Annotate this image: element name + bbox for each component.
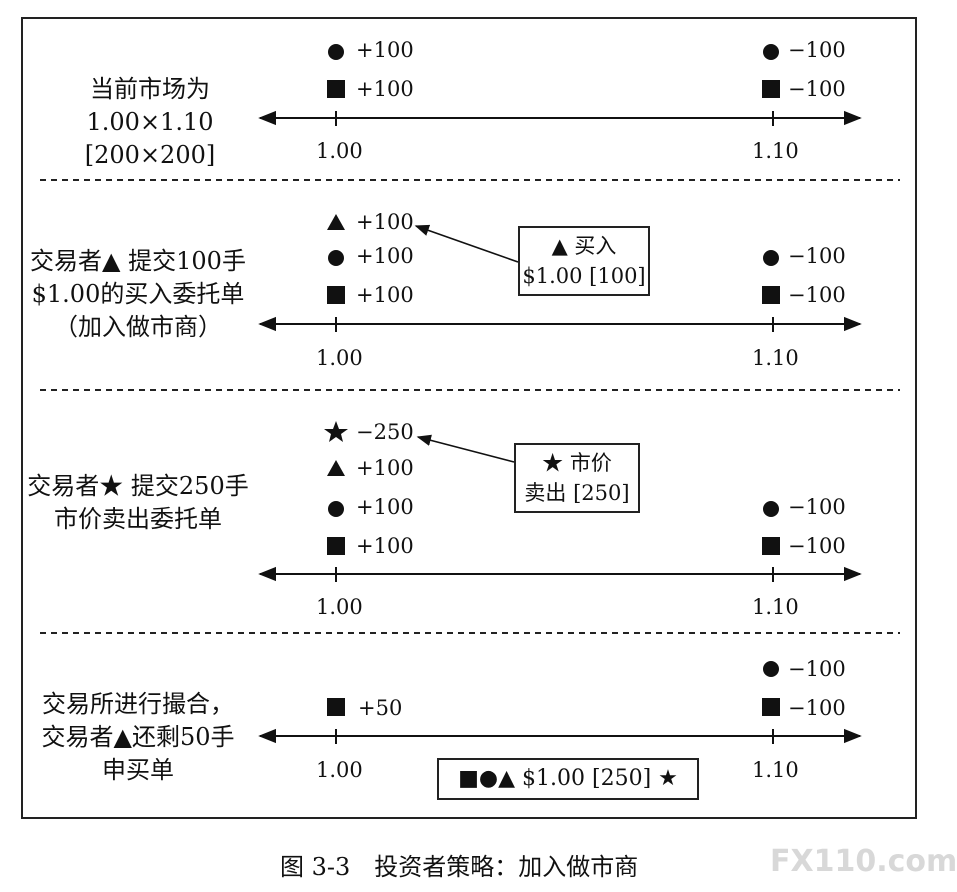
circle-icon [763,661,779,677]
callout-arrow [416,434,515,463]
buy-order-callout: ▲ 买入 $1.00 [100] [518,226,650,296]
circle-icon [763,501,779,517]
square-icon [327,80,345,98]
callout-line: ★ 市价 [542,451,612,475]
square-icon [762,698,780,716]
square-icon [327,537,345,555]
label-line: 1.00×1.10 [86,108,214,136]
matched-result-box: ■●▲ $1.00 [250] ★ [437,758,699,800]
circle-icon [763,250,779,266]
label-line: $1.00的买入委托单 [31,280,245,308]
label-line: 交易者★ 提交250手 [27,472,249,500]
panel-label: 交易者▲ 提交100手 $1.00的买入委托单 （加入做市商） [18,245,258,344]
circle-icon [328,501,344,517]
tick-label: 1.00 [316,346,363,370]
callout-line: 卖出 [250] [524,481,630,505]
diagram-frame [21,17,917,819]
label-line: 交易所进行撮合， [42,690,234,718]
order-quantity: −100 [788,283,846,307]
order-quantity: +100 [356,456,414,480]
triangle-icon [327,460,345,476]
tick-label: 1.10 [752,595,799,619]
watermark-logo: FX110.com [770,844,957,879]
callout-arrow [414,224,519,263]
panel-label: 交易者★ 提交250手 市价卖出委托单 [22,470,254,536]
order-quantity: +50 [358,696,403,720]
order-quantity: −100 [788,77,846,101]
order-quantity: +100 [356,77,414,101]
order-quantity: +100 [356,495,414,519]
square-icon [762,286,780,304]
callout-line: $1.00 [100] [522,264,646,288]
label-line: 交易者▲ 提交100手 [30,247,246,275]
order-quantity: −100 [788,696,846,720]
order-quantity: +100 [356,38,414,62]
label-line: 申买单 [102,756,174,784]
panel-label: 交易所进行撮合， 交易者▲还剩50手 申买单 [28,688,248,787]
tick-label: 1.00 [316,595,363,619]
price-axis [258,728,862,744]
figure-caption: 图 3-3 投资者策略：加入做市商 [280,853,639,881]
circle-icon [328,250,344,266]
order-quantity: −100 [788,495,846,519]
star-icon [324,421,348,442]
square-icon [327,698,345,716]
triangle-icon [327,214,345,230]
callout-line: ▲ 买入 [551,234,617,258]
tick-label: 1.10 [752,758,799,782]
order-quantity: +100 [356,534,414,558]
order-quantity: −100 [788,534,846,558]
square-icon [762,80,780,98]
label-line: 交易者▲还剩50手 [41,723,235,751]
circle-icon [328,44,344,60]
order-quantity: −250 [356,420,414,444]
tick-label: 1.10 [752,139,799,163]
tick-label: 1.00 [316,139,363,163]
price-axis [258,566,862,582]
order-quantity: −100 [788,657,846,681]
label-line: 当前市场为 [90,75,210,103]
order-quantity: −100 [788,38,846,62]
label-line: （加入做市商） [54,313,222,341]
square-icon [327,286,345,304]
tick-label: 1.00 [316,758,363,782]
price-axis [258,316,862,332]
order-quantity: −100 [788,244,846,268]
order-quantity: +100 [356,244,414,268]
market-sell-callout: ★ 市价 卖出 [250] [514,443,640,513]
order-quantity: +100 [356,283,414,307]
label-line: 市价卖出委托单 [54,505,222,533]
order-quantity: +100 [356,210,414,234]
panel-label: 当前市场为 1.00×1.10 [200×200] [60,73,240,172]
square-icon [762,537,780,555]
circle-icon [763,44,779,60]
label-line: [200×200] [84,141,216,169]
price-axis [258,110,862,126]
tick-label: 1.10 [752,346,799,370]
